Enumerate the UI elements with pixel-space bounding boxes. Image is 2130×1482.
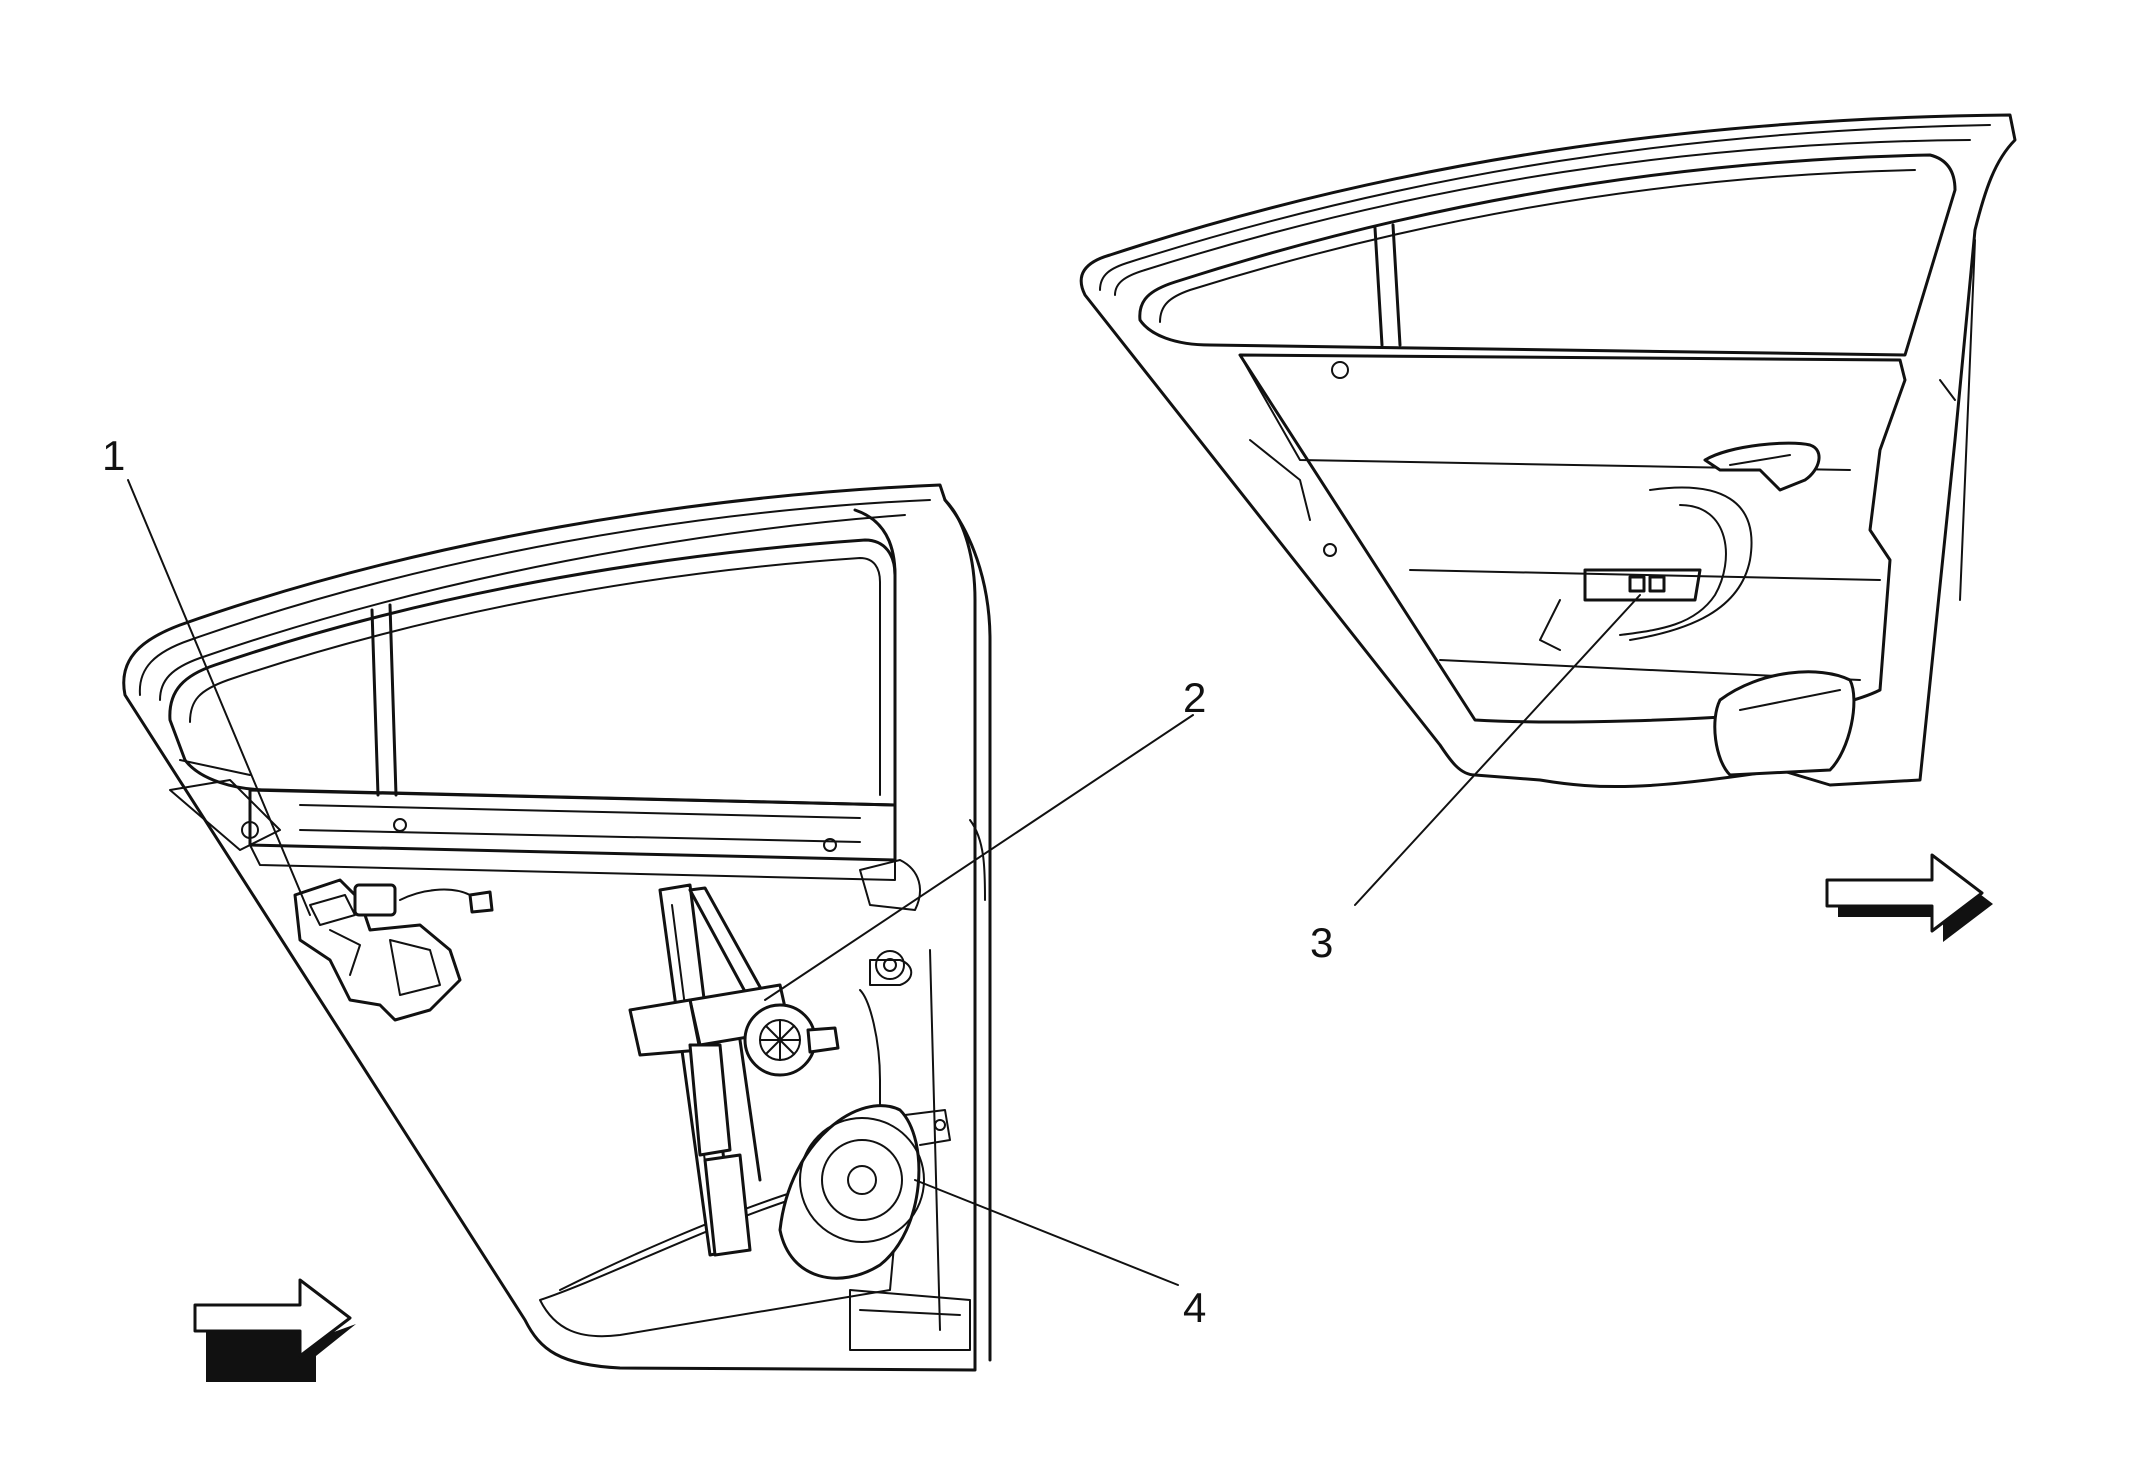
leader-line-3 [1354,594,1641,906]
speaker [778,1104,951,1280]
forward-arrow-icon [1825,853,1993,942]
door-inner-structure [122,483,992,1372]
leader-line-4 [914,1179,1179,1286]
door-trim-panel [1079,113,2017,789]
leader-line-1 [127,479,311,916]
forward-arrow-icon [193,1278,356,1382]
window-regulator [628,883,840,1257]
callout-2: 2 [1183,674,1206,721]
leader-lines [127,479,1641,1286]
callout-4: 4 [1183,1284,1206,1331]
callout-1: 1 [102,432,125,479]
callout-3: 3 [1310,919,1333,966]
door-lock-actuator [293,878,494,1022]
leader-line-2 [764,714,1194,1001]
